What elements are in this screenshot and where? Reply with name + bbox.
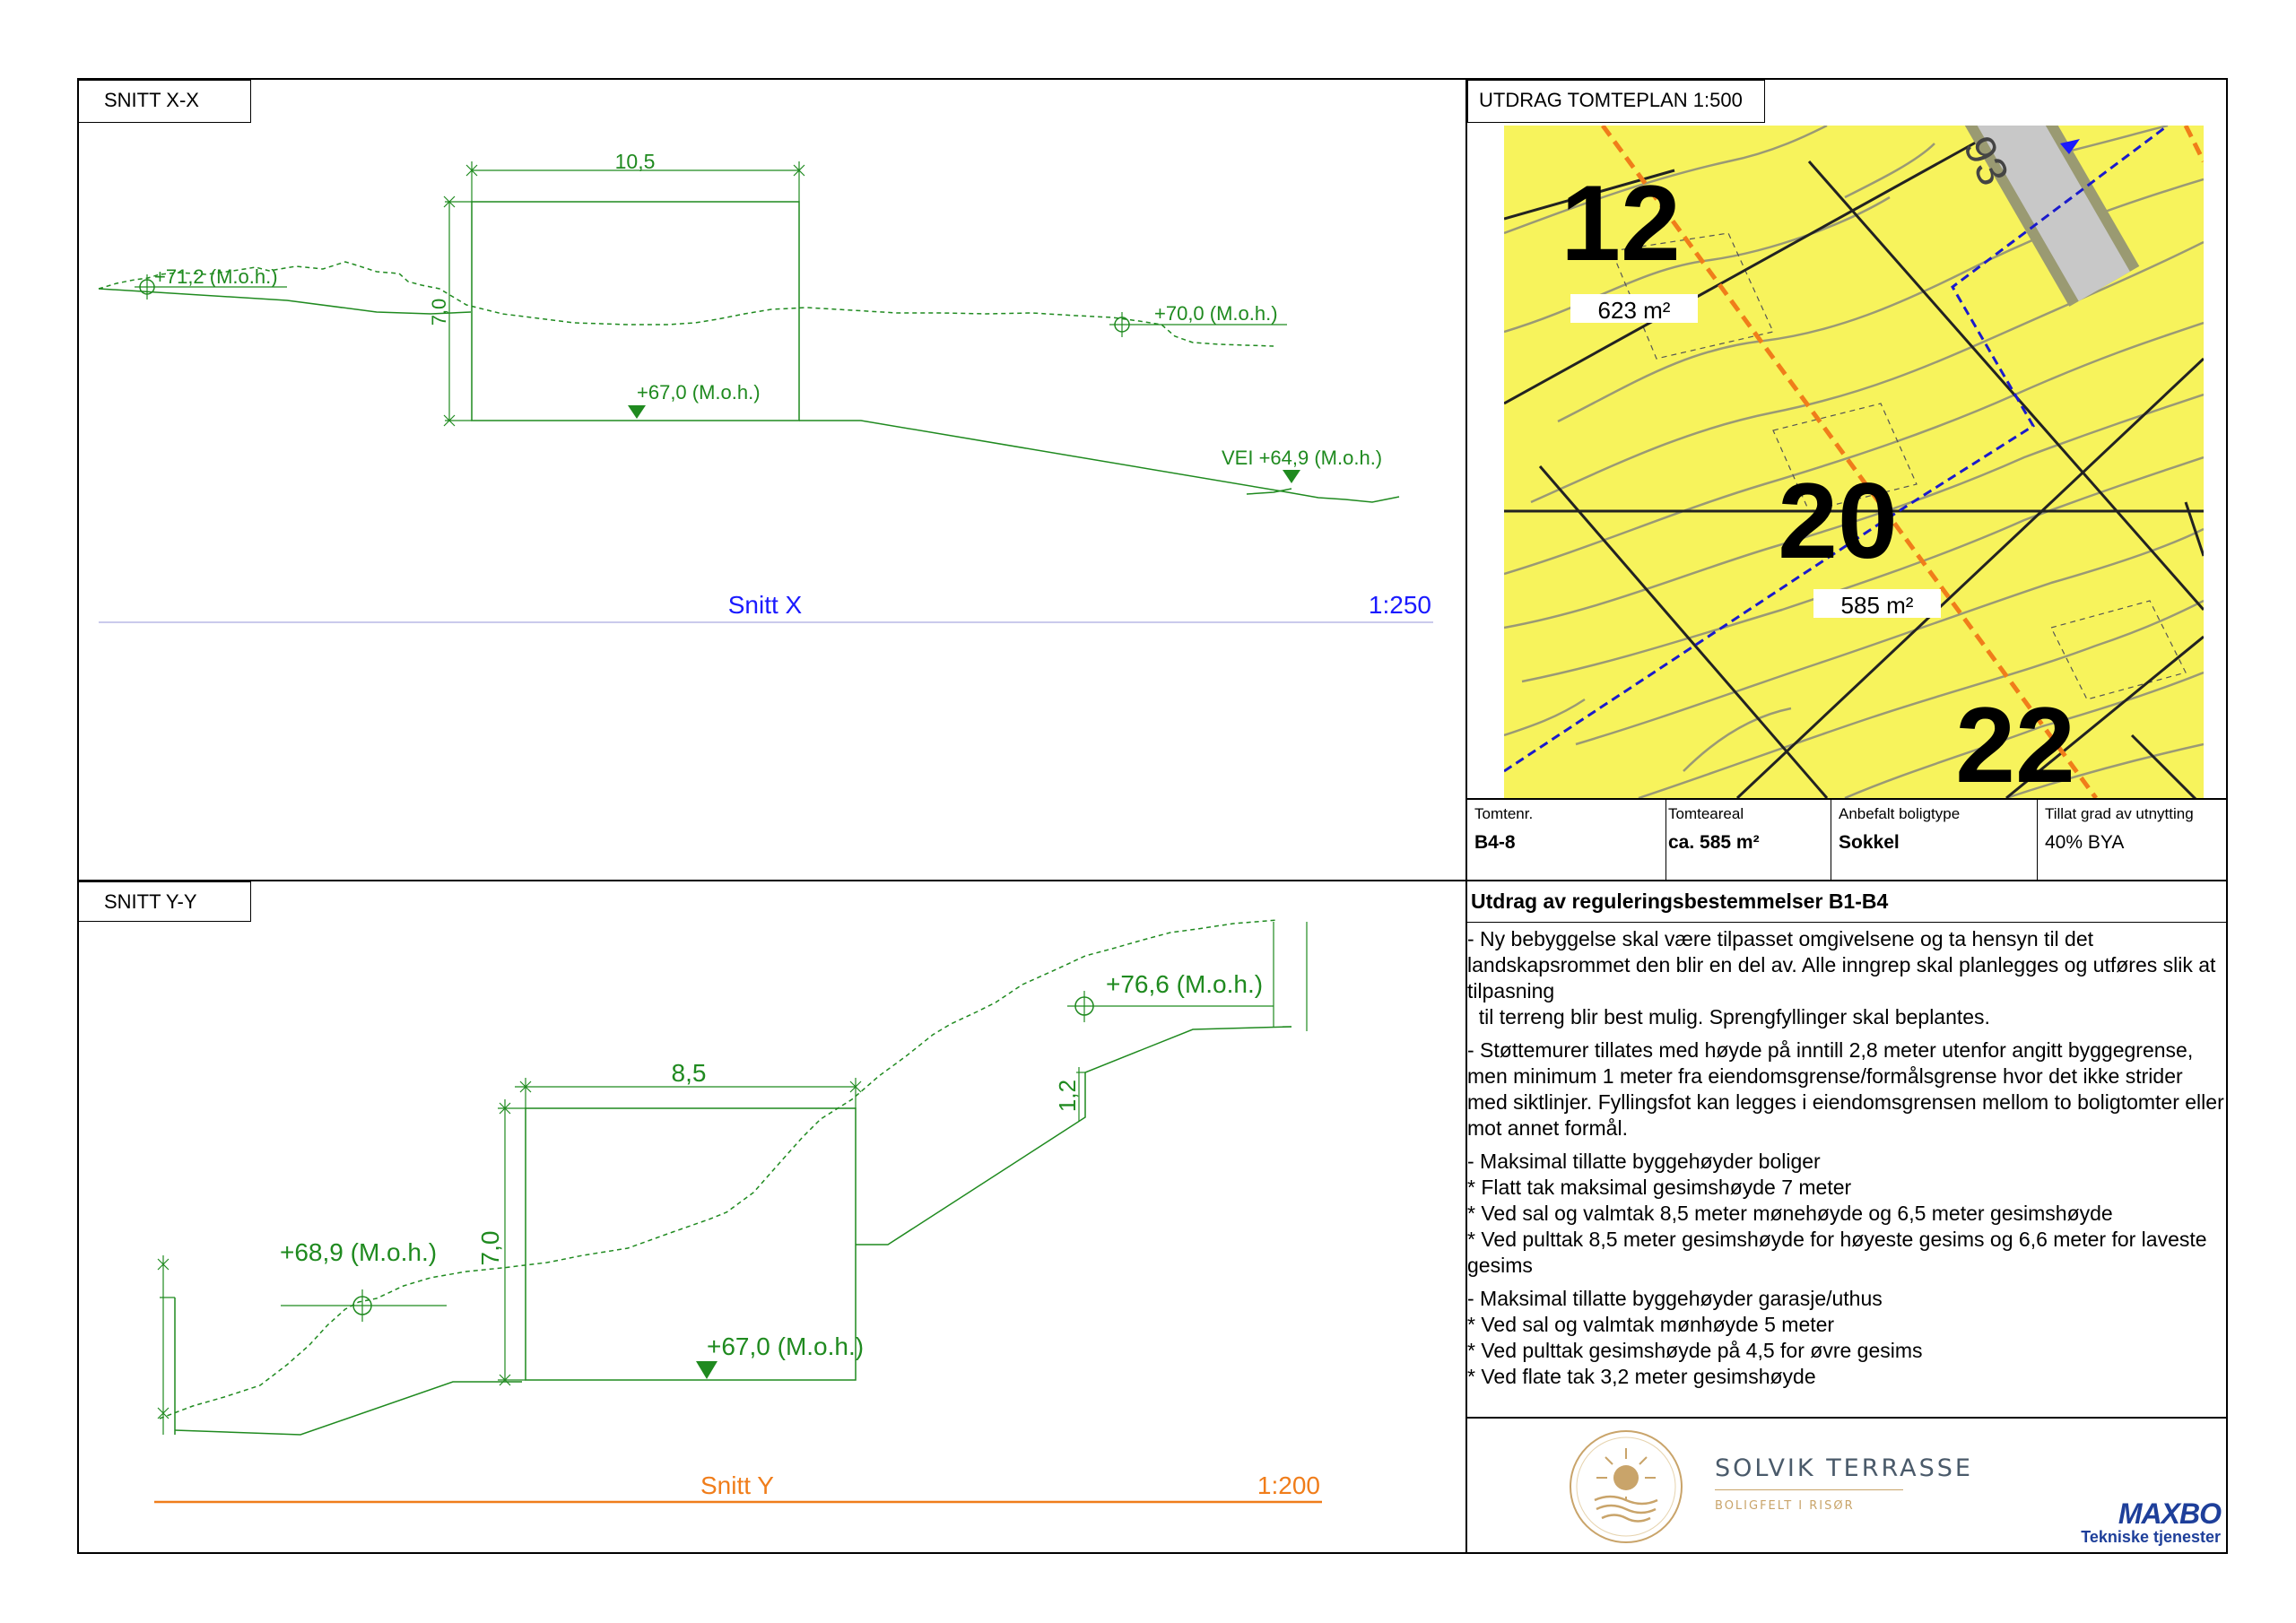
info-value: 40% BYA xyxy=(2045,832,2125,853)
section-x-height-dim: 7,0 xyxy=(428,299,450,326)
lot-area-12: 623 m² xyxy=(1598,297,1671,324)
maxbo-logo: MAXBO xyxy=(2118,1497,2222,1530)
lot-number-20: 20 xyxy=(1778,461,1897,581)
regulations-title: Utdrag av reguleringsbestemmelser B1-B4 xyxy=(1471,890,1889,913)
regulation-paragraph: - Maksimal tillatte byggehøyder garasje/… xyxy=(1467,1287,1923,1388)
info-header: Anbefalt boligtype xyxy=(1839,805,1961,822)
section-y-scale: 1:200 xyxy=(1257,1471,1320,1499)
solvik-logo-mark xyxy=(1570,1430,1683,1543)
section-x-width-dim: 10,5 xyxy=(615,150,656,173)
info-header: Tomteareal xyxy=(1668,805,1744,822)
section-y-height-dim: 7,0 xyxy=(476,1231,504,1266)
section-x-title: SNITT X-X xyxy=(78,80,251,123)
lot-number-22: 22 xyxy=(1955,685,2074,798)
section-x-scale: 1:250 xyxy=(1369,591,1431,619)
section-x-drawing: 10,5 7,0 +71,2 (M.o.h.) +70,0 (M.o.h.) +… xyxy=(98,150,1433,623)
drawing-frame xyxy=(77,78,2228,1554)
info-cell-area: Tomteareal ca. 585 m² xyxy=(1666,800,1831,881)
section-y-step-dim: 1,2 xyxy=(1054,1080,1081,1112)
section-x-level-left: +71,2 (M.o.h.) xyxy=(154,265,278,288)
info-header: Tillat grad av utnytting xyxy=(2045,805,2194,822)
info-cell-lot-number: Tomtenr. B4-8 xyxy=(1467,800,1666,881)
info-cell-utilization: Tillat grad av utnytting 40% BYA xyxy=(2038,800,2228,881)
section-x-level-right: +70,0 (M.o.h.) xyxy=(1154,302,1278,325)
section-y-level-floor: +67,0 (M.o.h.) xyxy=(707,1332,864,1360)
regulations-text: - Ny bebyggelse skal være tilpasset omgi… xyxy=(1467,926,2226,1397)
info-cell-house-type: Anbefalt boligtype Sokkel xyxy=(1831,800,2038,881)
lot-area-20: 585 m² xyxy=(1841,592,1914,619)
section-y-drawing: 8,5 7,0 1,2 +76,6 (M.o.h.) +68,9 (M.o.h.… xyxy=(154,919,1322,1504)
regulation-paragraph: - Maksimal tillatte byggehøyder boliger … xyxy=(1467,1150,2207,1277)
map-title: UTDRAG TOMTEPLAN 1:500 xyxy=(1467,80,1765,123)
regulation-paragraph: - Støttemurer tillates med høyde på innt… xyxy=(1467,1038,2224,1140)
section-y-title: SNITT Y-Y xyxy=(78,881,251,922)
section-y-width-dim: 8,5 xyxy=(672,1059,707,1087)
regulations-header: Utdrag av reguleringsbestemmelser B1-B4 xyxy=(1467,880,2228,923)
maxbo-subtitle: Tekniske tjenester xyxy=(2081,1528,2221,1546)
lot-number-12: 12 xyxy=(1561,163,1680,283)
section-x-level-road: VEI +64,9 (M.o.h.) xyxy=(1222,447,1382,469)
logo-divider xyxy=(1467,1417,2228,1419)
info-value: ca. 585 m² xyxy=(1668,832,1760,853)
site-plan-map: 93 12 623 m² 20 585 m² 22 xyxy=(1504,126,2204,798)
info-value: Sokkel xyxy=(1839,832,1900,853)
solvik-logo-name: SOLVIK TERRASSE xyxy=(1715,1454,1973,1482)
solvik-logo-rule xyxy=(1715,1489,1903,1490)
section-y-level-top: +76,6 (M.o.h.) xyxy=(1106,970,1263,998)
section-y-snitt-label: Snitt Y xyxy=(700,1471,774,1499)
info-value: B4-8 xyxy=(1474,832,1516,853)
section-x-snitt-label: Snitt X xyxy=(728,591,803,619)
section-x-level-floor: +67,0 (M.o.h.) xyxy=(637,381,761,404)
section-y-level-left: +68,9 (M.o.h.) xyxy=(280,1238,437,1266)
lot-info-row: Tomtenr. B4-8 Tomteareal ca. 585 m² Anbe… xyxy=(1467,798,2228,881)
horizontal-divider-left xyxy=(77,880,1466,881)
vertical-divider xyxy=(1465,78,1467,1554)
solvik-logo-tagline: BOLIGFELT I RISØR xyxy=(1715,1499,1855,1513)
regulation-paragraph: - Ny bebyggelse skal være tilpasset omgi… xyxy=(1467,927,2216,1028)
info-header: Tomtenr. xyxy=(1474,805,1534,822)
